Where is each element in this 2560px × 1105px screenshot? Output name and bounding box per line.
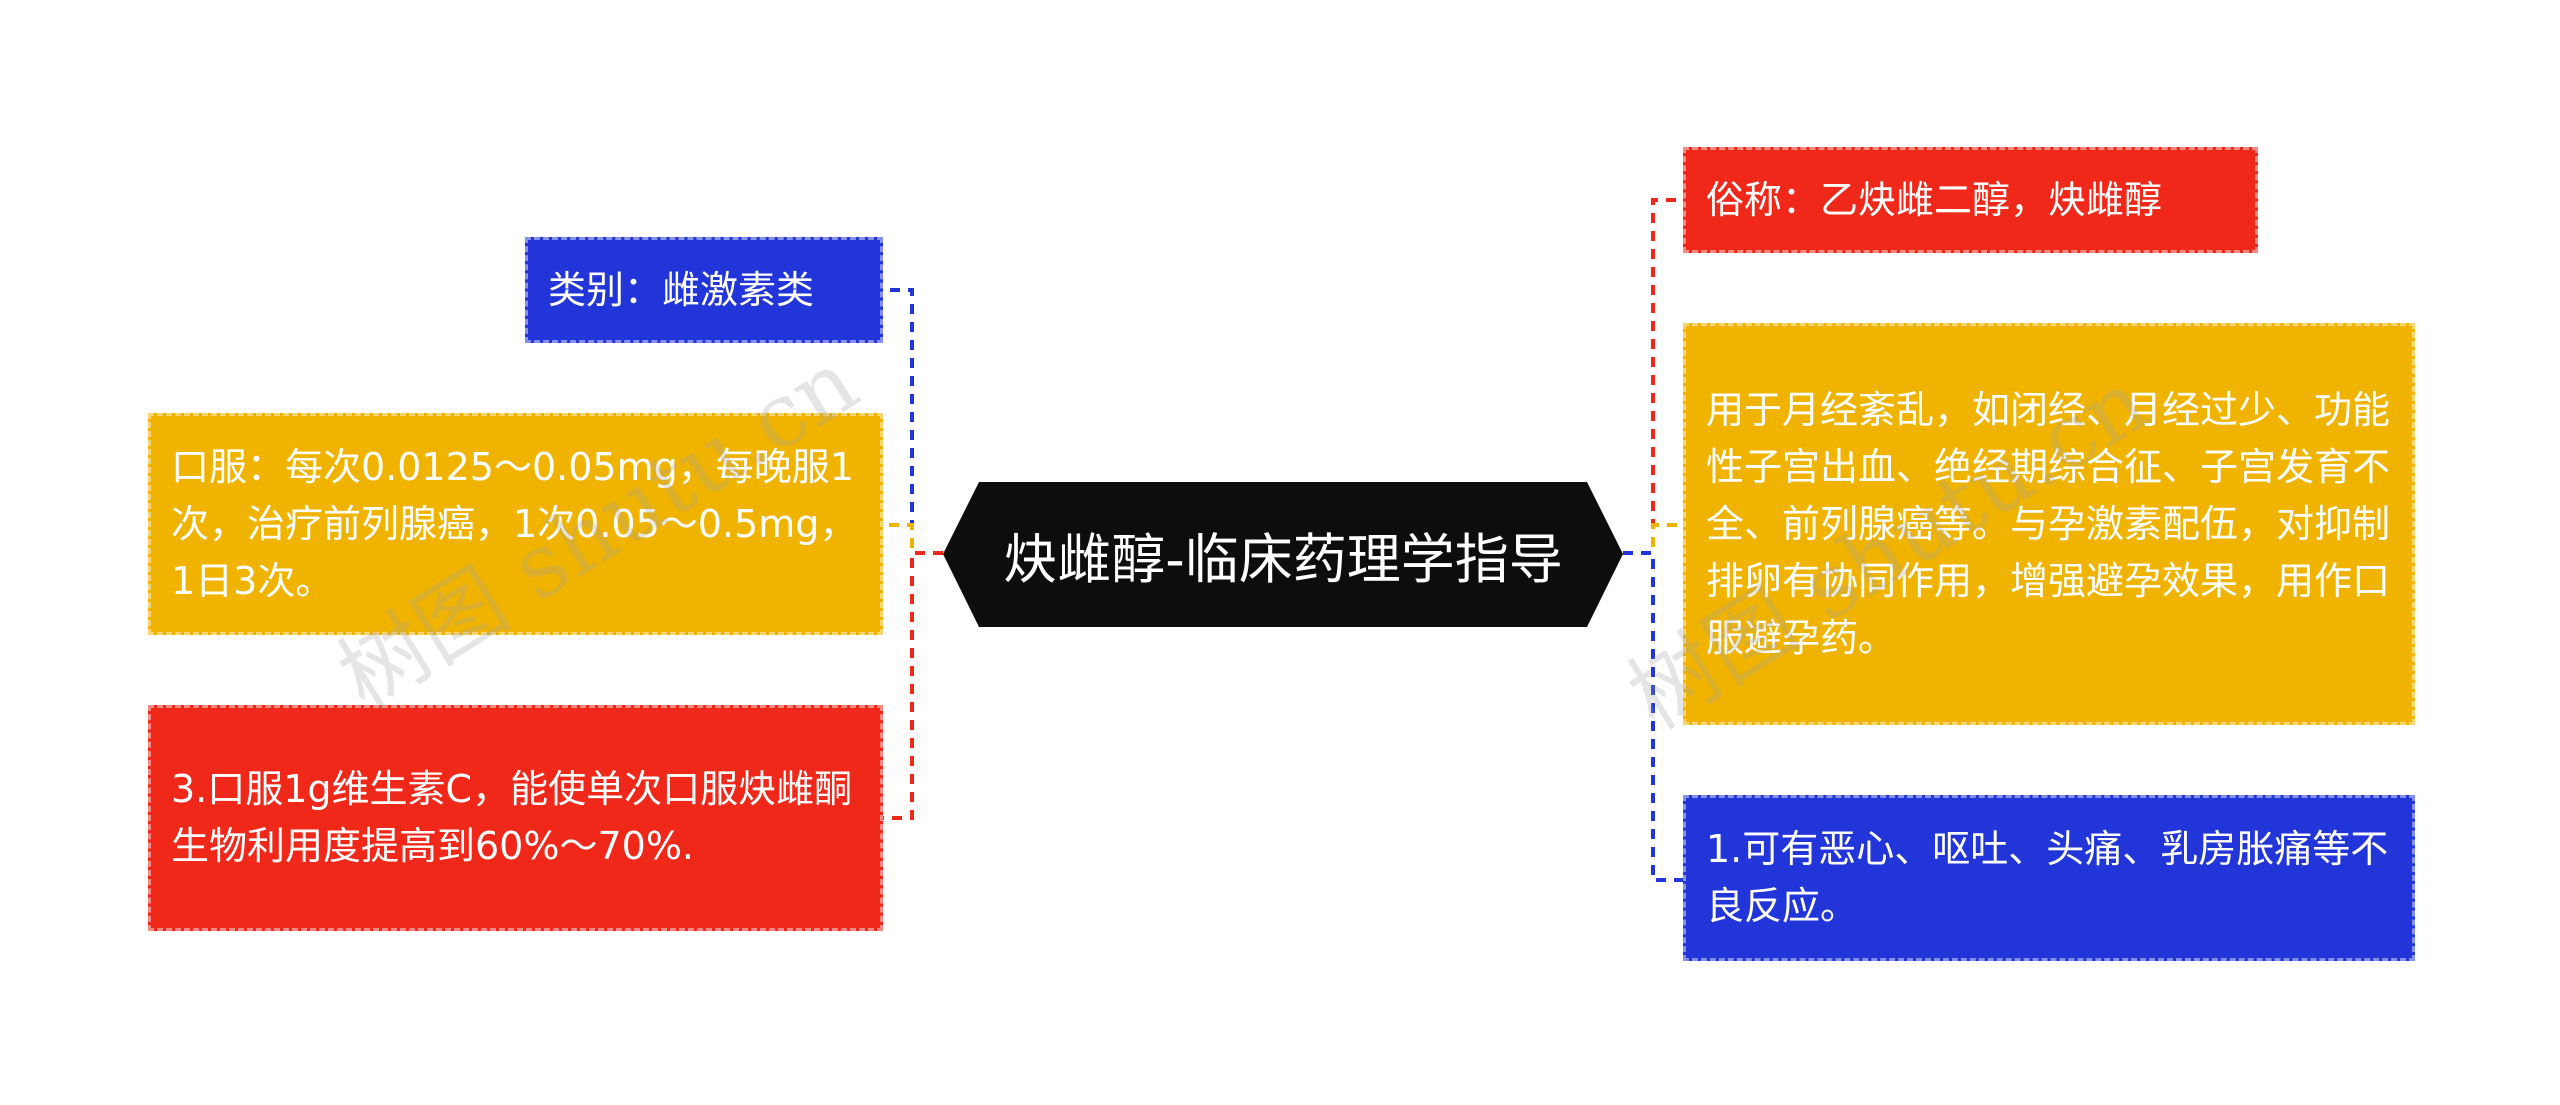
connector-right-red — [1623, 198, 1683, 555]
node-alias[interactable]: 俗称：乙炔雌二醇，炔雌醇 — [1683, 147, 2258, 253]
node-alias-text: 俗称：乙炔雌二醇，炔雌醇 — [1706, 177, 2163, 222]
node-adverse-reactions[interactable]: 1.可有恶心、呕吐、头痛、乳房胀痛等不良反应。 — [1683, 795, 2415, 961]
node-vitamin-c[interactable]: 3.口服1g维生素C，能使单次口服炔雌酮生物利用度提高到60%～70%. — [148, 705, 883, 931]
node-category[interactable]: 类别：雌激素类 — [525, 237, 883, 343]
central-topic-title: 炔雌醇-临床药理学指导 — [1003, 528, 1563, 591]
node-oral-dosage[interactable]: 口服：每次0.0125～0.05mg，每晚服1次，治疗前列腺癌，1次0.05～0… — [148, 413, 883, 635]
central-topic[interactable]: 炔雌醇-临床药理学指导 — [943, 482, 1623, 627]
node-oral-dosage-text: 口服：每次0.0125～0.05mg，每晚服1次，治疗前列腺癌，1次0.05～0… — [171, 444, 858, 603]
node-vitamin-c-text: 3.口服1g维生素C，能使单次口服炔雌酮生物利用度提高到60%～70%. — [171, 767, 853, 868]
connector-left-red — [883, 551, 943, 820]
connector-right-yellow — [1623, 523, 1683, 555]
node-category-text: 类别：雌激素类 — [548, 267, 815, 312]
node-indications[interactable]: 用于月经紊乱，如闭经、月经过少、功能性子宫出血、绝经期综合征、子宫发育不全、前列… — [1683, 323, 2415, 725]
connector-left-blue — [883, 288, 943, 555]
node-indications-text: 用于月经紊乱，如闭经、月经过少、功能性子宫出血、绝经期综合征、子宫发育不全、前列… — [1706, 387, 2391, 660]
connector-right-blue — [1623, 551, 1683, 882]
node-adverse-reactions-text: 1.可有恶心、呕吐、头痛、乳房胀痛等不良反应。 — [1706, 827, 2389, 928]
connector-left-yellow — [883, 523, 943, 555]
